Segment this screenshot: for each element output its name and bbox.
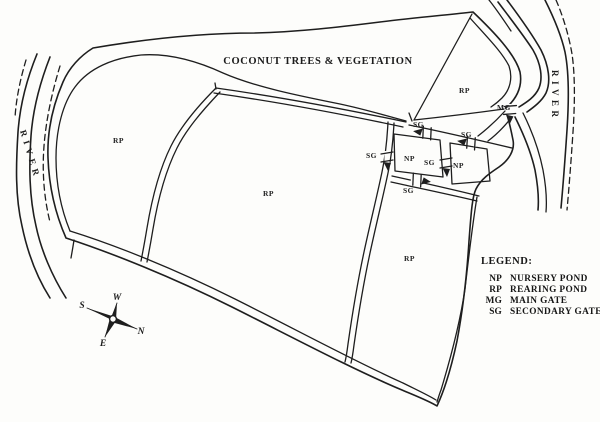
legend-item-rp: RP REARING POND bbox=[481, 285, 600, 296]
compass-north-label: N bbox=[137, 327, 146, 337]
inner-boundary bbox=[55, 54, 478, 403]
nursery-pond-label-right: NP bbox=[453, 161, 464, 170]
left-river bbox=[14, 53, 67, 299]
legend-item-mg: MG MAIN GATE bbox=[481, 296, 600, 307]
legend-abbr: NP bbox=[489, 274, 502, 284]
northeast-rearing-pond bbox=[408, 13, 512, 122]
main-gate-label: MG bbox=[497, 103, 511, 112]
legend: LEGEND: NP NURSERY POND RP REARING POND MG MA… bbox=[481, 256, 600, 318]
legend-heading: LEGEND: bbox=[481, 256, 533, 267]
outer-boundary bbox=[47, 11, 522, 407]
legend-name: REARING POND bbox=[510, 285, 588, 295]
map-abbreviation-labels: RP RP RP RP NP NP MG SG SG SG SG SG bbox=[113, 86, 511, 263]
rearing-pond-label-northeast: RP bbox=[459, 86, 470, 95]
secondary-gate-label-1: SG bbox=[413, 120, 424, 129]
secondary-gate-label-3: SG bbox=[366, 151, 377, 160]
secondary-gate-label-5: SG bbox=[403, 186, 414, 195]
legend-abbr: MG bbox=[485, 296, 502, 306]
vegetation-area-title: COCONUT TREES & VEGETATION bbox=[223, 56, 412, 67]
legend-name: MAIN GATE bbox=[510, 296, 568, 306]
legend-name: NURSERY POND bbox=[510, 274, 588, 284]
compass-west-label: W bbox=[113, 293, 122, 303]
nursery-pond-left bbox=[393, 133, 444, 178]
legend-name: SECONDARY GATE bbox=[510, 307, 600, 317]
secondary-gate-label-4: SG bbox=[424, 158, 435, 167]
rearing-pond-label-central: RP bbox=[263, 189, 274, 198]
compass-east-label: E bbox=[99, 339, 106, 349]
legend-item-sg: SG SECONDARY GATE bbox=[481, 307, 600, 318]
rearing-pond-label-southeast: RP bbox=[404, 254, 415, 263]
central-rearing-pond bbox=[140, 82, 407, 364]
compass-south-label: S bbox=[79, 301, 84, 311]
right-river bbox=[488, 0, 576, 213]
right-river-label: RIVER bbox=[550, 70, 560, 122]
legend-item-np: NP NURSERY POND bbox=[481, 274, 600, 285]
legend-abbr: SG bbox=[489, 307, 502, 317]
rearing-pond-label-west: RP bbox=[113, 136, 124, 145]
legend-abbr: RP bbox=[489, 285, 502, 295]
compass-rose bbox=[86, 302, 138, 338]
secondary-gate-label-2: SG bbox=[461, 130, 472, 139]
nursery-pond-label-left: NP bbox=[404, 154, 415, 163]
